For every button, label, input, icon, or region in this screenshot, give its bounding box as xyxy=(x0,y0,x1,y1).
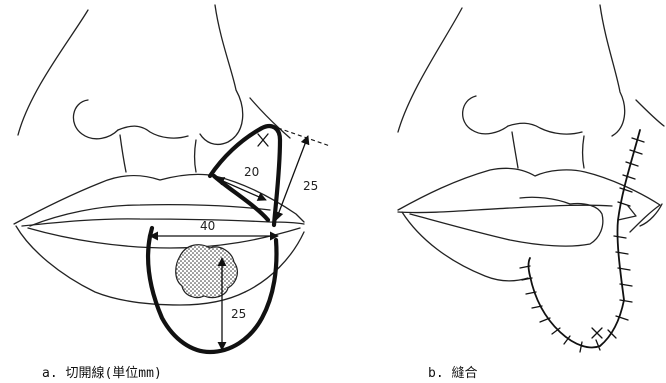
label-excision-height: 25 xyxy=(231,307,246,321)
label-flap-height: 25 xyxy=(303,179,318,193)
label-flap-width: 20 xyxy=(244,165,259,179)
x-mark-a xyxy=(258,134,268,146)
label-excision-width: 40 xyxy=(200,219,215,233)
incision-line xyxy=(148,126,280,352)
nose-b xyxy=(398,5,664,168)
nose-a xyxy=(18,5,290,172)
panel-a: 20 25 40 25 xyxy=(14,5,330,352)
panel-b xyxy=(398,5,664,352)
caption-incision-line: a. 切開線(単位mm) xyxy=(42,362,162,381)
tumor-lesion xyxy=(176,245,238,298)
lips-b xyxy=(398,168,662,280)
caption-suture: b. 縫合 xyxy=(428,362,477,381)
lips-a xyxy=(14,174,304,305)
suture-line xyxy=(520,130,644,352)
